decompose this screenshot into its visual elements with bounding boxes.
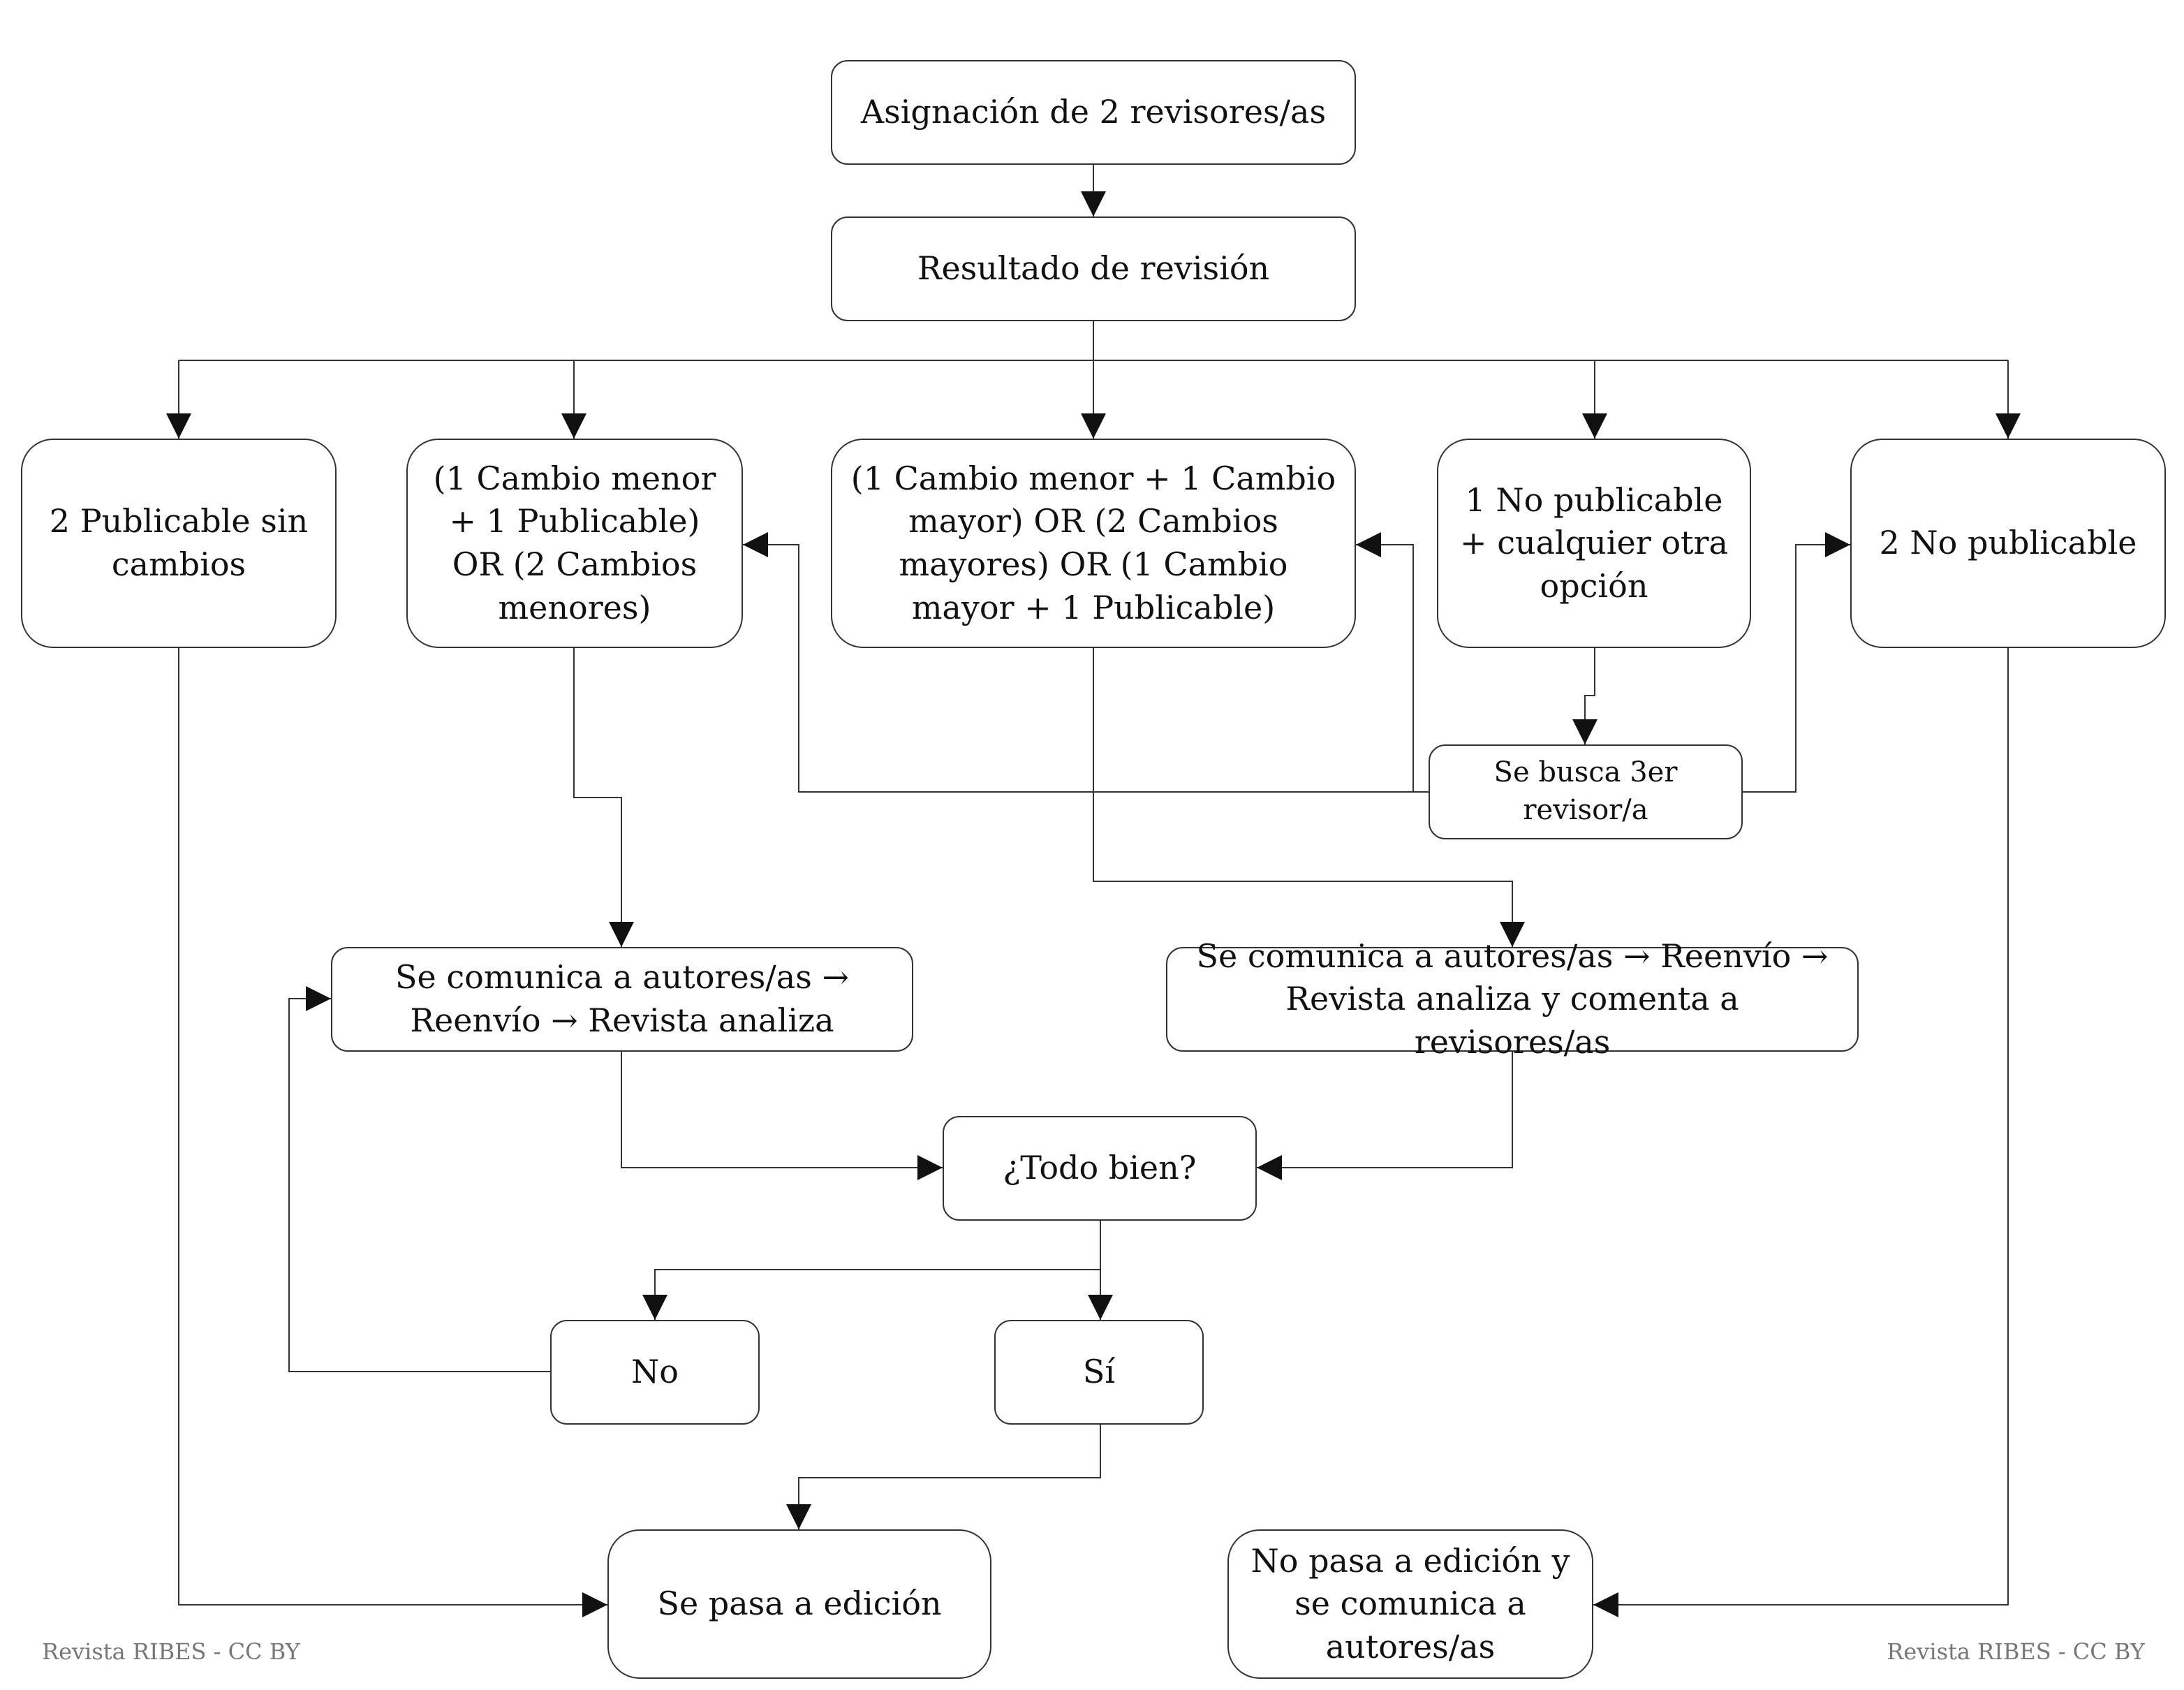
edge-comm-left-to-check (621, 1052, 943, 1180)
node-one-not-publishable: 1 No publicable + cualquier otra opción (1437, 439, 1751, 648)
edge-third-to-minor (743, 532, 1429, 793)
edge-third-to-nopub2 (1743, 532, 1850, 793)
edge-no-to-comm-left (288, 986, 550, 1372)
edge-yes-to-edit (786, 1425, 1101, 1529)
node-assign-reviewers: Asignación de 2 revisores/as (831, 60, 1356, 165)
footer-license-right: Revista RIBES - CC BY (1887, 1638, 2145, 1665)
node-two-publishable: 2 Publicable sin cambios (21, 439, 337, 648)
node-major-changes: (1 Cambio menor + 1 Cambio mayor) OR (2 … (831, 439, 1356, 648)
node-goes-to-editing: Se pasa a edición (607, 1529, 991, 1679)
node-communicate-right: Se comunica a autores/as → Reenvío → Rev… (1166, 937, 1859, 1061)
edge-nopub1-to-third (1572, 648, 1598, 744)
edge-pub2-to-edit (178, 648, 607, 1617)
node-not-to-editing: No pasa a edición y se comunica a autore… (1227, 1529, 1593, 1679)
edge-check-to-no (642, 1269, 1100, 1320)
node-all-good-check: ¿Todo bien? (943, 1116, 1257, 1221)
node-two-not-publishable: 2 No publicable (1850, 439, 2166, 648)
node-no: No (550, 1320, 760, 1425)
node-minor-changes: (1 Cambio menor + 1 Publicable) OR (2 Ca… (406, 439, 743, 648)
edge-third-to-major (1356, 532, 1429, 793)
edge-major-to-comm-right (1093, 648, 1525, 947)
footer-license-left: Revista RIBES - CC BY (42, 1638, 300, 1665)
edge-minor-to-comm-left (573, 648, 634, 947)
edge-nopub2-to-noedit (1593, 648, 2009, 1617)
node-review-result: Resultado de revisión (831, 216, 1356, 321)
node-yes: Sí (994, 1320, 1204, 1425)
edge-comm-right-to-check (1257, 1052, 1513, 1180)
node-communicate-left: Se comunica a autores/as → Reenvío → Rev… (331, 947, 913, 1052)
node-third-reviewer: Se busca 3er revisor/a (1429, 744, 1743, 839)
